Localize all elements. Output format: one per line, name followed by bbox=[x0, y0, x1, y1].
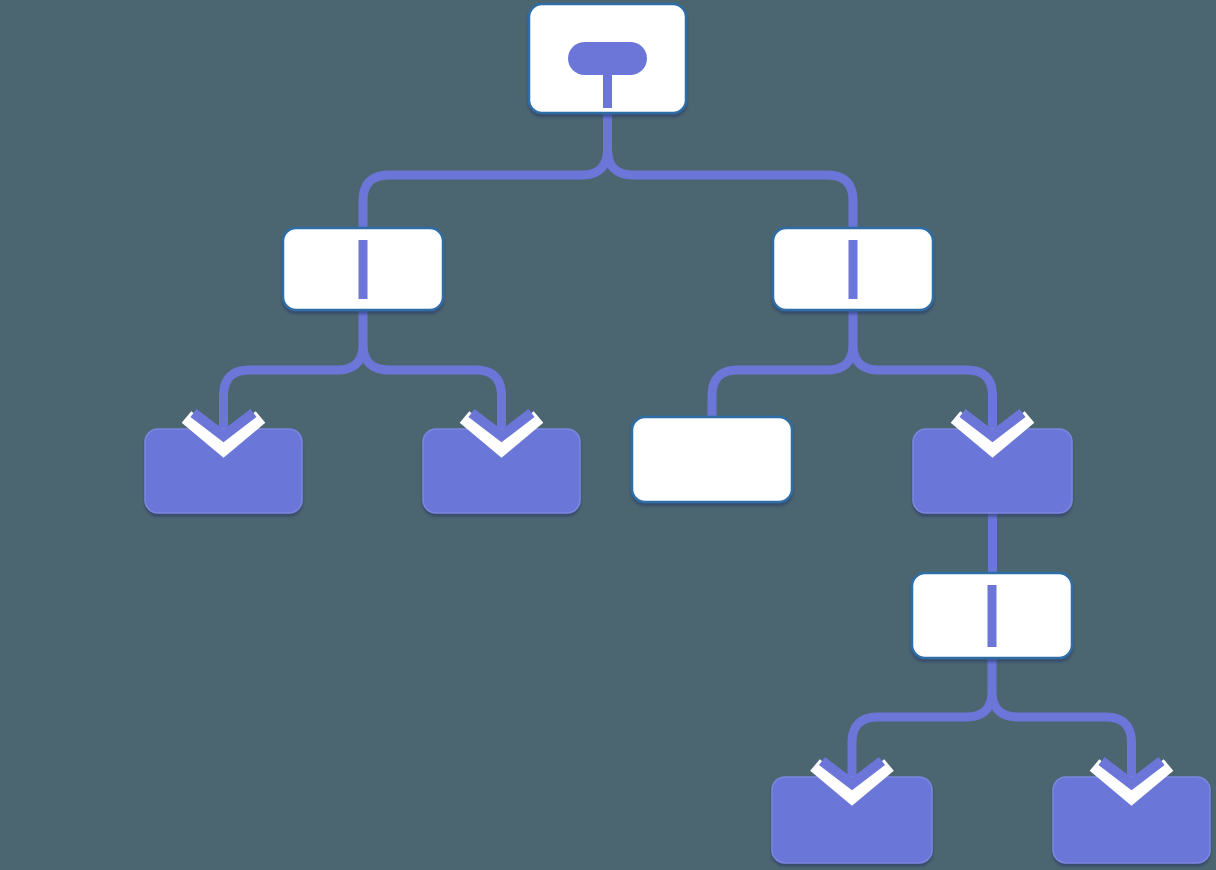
node-card-purple[interactable] bbox=[422, 428, 581, 514]
node-branch-lower[interactable] bbox=[910, 571, 1074, 660]
edge-root-to-branch-left bbox=[358, 113, 612, 234]
vertical-line-decoration bbox=[358, 240, 368, 299]
chevron-purple-icon bbox=[1098, 757, 1165, 791]
edge-branch-right-to-card-plain bbox=[707, 310, 858, 423]
chevron-purple-icon bbox=[818, 757, 886, 791]
node-card-white[interactable] bbox=[630, 415, 794, 504]
vertical-line-decoration bbox=[848, 240, 858, 299]
pill-stem-decoration bbox=[603, 64, 612, 108]
chevron-purple-icon bbox=[959, 409, 1026, 443]
nodes-layer bbox=[144, 2, 1211, 864]
node-card-purple[interactable] bbox=[912, 428, 1073, 514]
edge-branch-right-to-step-purple bbox=[848, 310, 997, 436]
edge-branch-left-to-leaf-left-2 bbox=[358, 310, 506, 436]
node-leaf-bottom-1[interactable] bbox=[771, 776, 933, 864]
node-step-purple[interactable] bbox=[912, 428, 1073, 514]
node-leaf-left-1[interactable] bbox=[144, 428, 303, 514]
node-leaf-bottom-2[interactable] bbox=[1052, 776, 1211, 864]
arrow-into-leaf-bottom-2 bbox=[1089, 757, 1174, 806]
chevron-white-icon bbox=[950, 411, 1035, 458]
arrow-into-leaf-bottom-1 bbox=[810, 757, 894, 806]
chevron-white-icon bbox=[459, 411, 544, 458]
chevron-purple-icon bbox=[190, 409, 257, 443]
arrows-layer bbox=[181, 409, 1174, 806]
node-card-purple[interactable] bbox=[144, 428, 303, 514]
node-branch-left[interactable] bbox=[281, 226, 445, 312]
chevron-white-icon bbox=[810, 759, 894, 806]
node-branch-right[interactable] bbox=[771, 226, 935, 312]
pill-decoration bbox=[568, 42, 647, 75]
chevron-purple-icon bbox=[468, 409, 535, 443]
node-card-purple[interactable] bbox=[771, 776, 933, 864]
node-card-plain[interactable] bbox=[630, 415, 794, 504]
node-card-purple[interactable] bbox=[1052, 776, 1211, 864]
arrow-into-leaf-left-2 bbox=[459, 409, 544, 458]
edges-layer bbox=[219, 113, 1136, 784]
arrow-into-leaf-left-1 bbox=[181, 409, 266, 458]
vertical-line-decoration bbox=[987, 585, 997, 647]
node-leaf-left-2[interactable] bbox=[422, 428, 581, 514]
chevron-white-icon bbox=[181, 411, 266, 458]
arrow-into-step-purple bbox=[950, 409, 1035, 458]
edge-branch-lower-to-leaf-bottom-2 bbox=[987, 658, 1136, 784]
edge-root-to-branch-right bbox=[603, 113, 858, 234]
chevron-white-icon bbox=[1089, 759, 1174, 806]
node-root[interactable] bbox=[527, 2, 688, 115]
